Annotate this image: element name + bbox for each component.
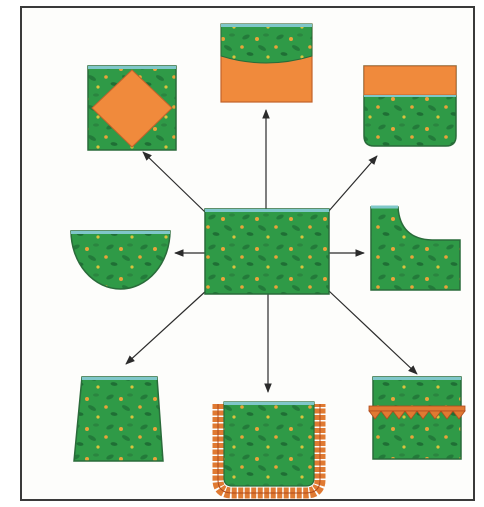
ruffle-band	[368, 405, 466, 420]
orange-band	[363, 65, 457, 96]
arrows	[125, 109, 418, 393]
swatch-scalloped-top-band	[220, 23, 313, 103]
swatch-ruffle-border	[212, 401, 326, 499]
swatch-half-circle	[70, 230, 171, 290]
swatch-top-band	[363, 65, 457, 147]
swatch-trapezoid	[73, 376, 164, 462]
orange-diamond	[91, 69, 173, 148]
arrow-to-top-band	[327, 155, 378, 213]
arrow-to-diamond	[142, 151, 207, 214]
swatch-corner-cutout	[370, 205, 461, 291]
swatch-ruffle-band	[368, 376, 466, 460]
fabric-swatch-center	[204, 208, 330, 295]
arrow-to-ruffle-band	[328, 290, 418, 375]
swatch-diamond-inset	[87, 65, 177, 151]
arrow-to-trapezoid	[125, 289, 208, 365]
